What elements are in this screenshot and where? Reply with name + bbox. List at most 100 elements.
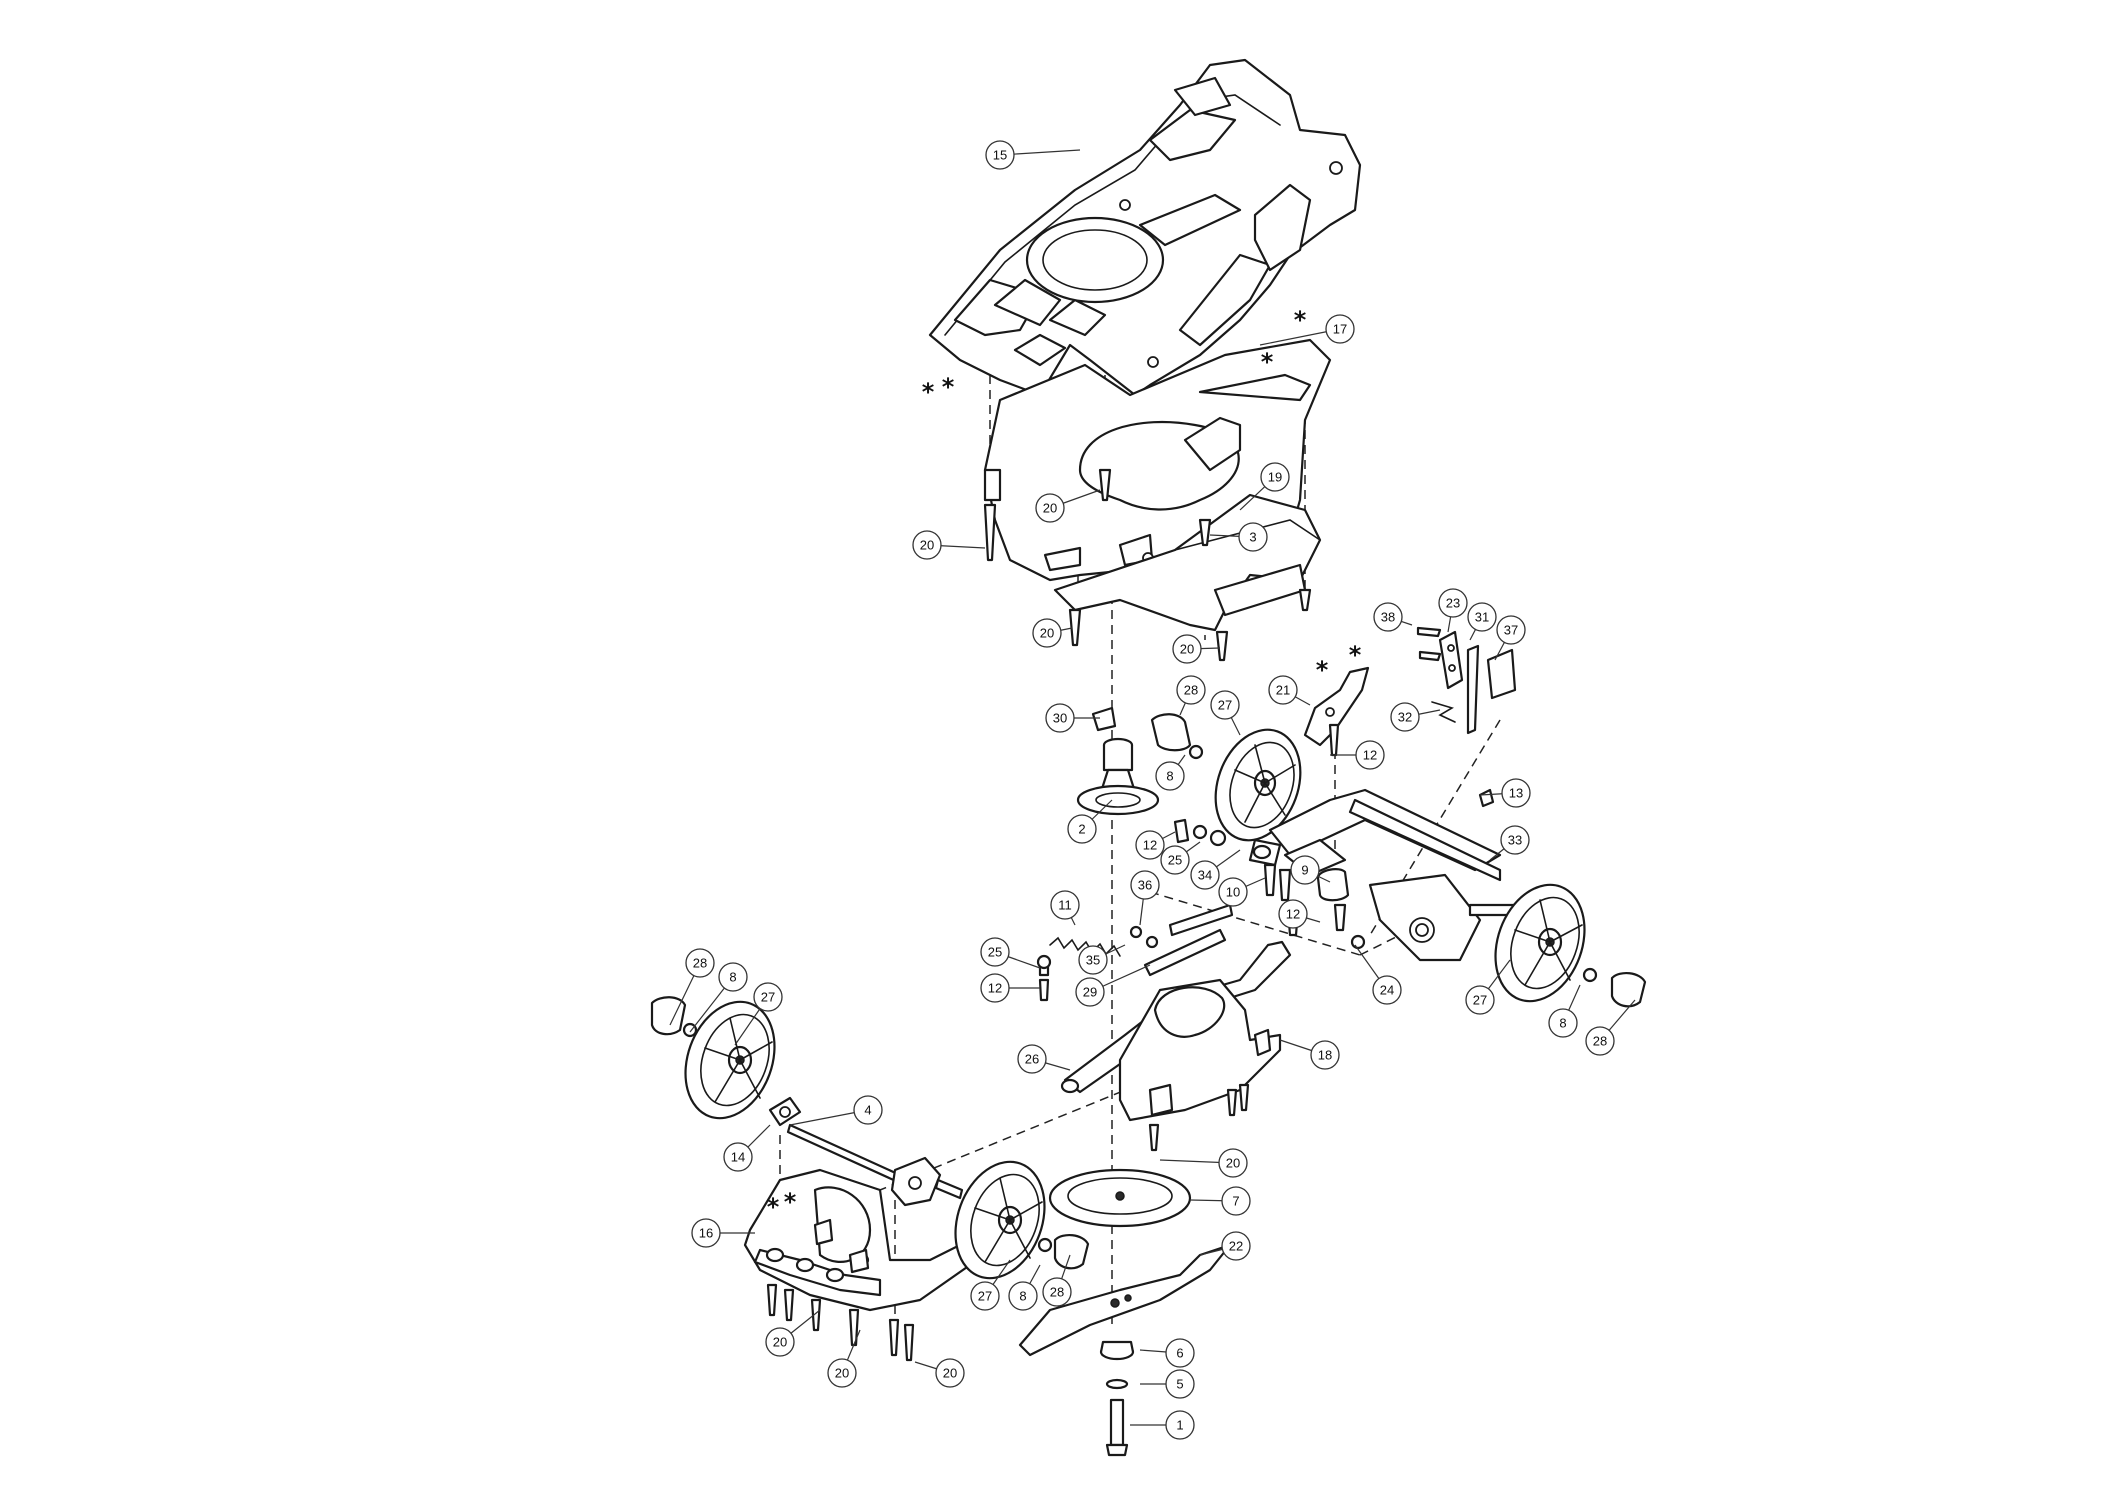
callout-circle [827, 1358, 857, 1388]
callout-circle [1078, 945, 1108, 975]
callout-number: 10 [1226, 885, 1240, 900]
callout-number: 3 [1249, 530, 1256, 545]
asterisk-marker: * [922, 378, 935, 406]
callout-circle [1032, 618, 1062, 648]
callout-number: 20 [920, 538, 934, 553]
callout-31: 31 [1467, 602, 1497, 641]
deck-screws [983, 468, 1312, 662]
callout-number: 36 [1138, 878, 1152, 893]
callout-number: 13 [1509, 786, 1523, 801]
callout-8: 8 [1008, 1264, 1041, 1311]
callout-circle [1165, 1410, 1195, 1440]
callout-number: 8 [1559, 1016, 1566, 1031]
callout-circle [1260, 462, 1290, 492]
callout-number: 6 [1176, 1346, 1183, 1361]
callout-number: 2 [1078, 822, 1085, 837]
callout-circle [1372, 975, 1402, 1005]
callout-number: 28 [1593, 1034, 1607, 1049]
callout-number: 16 [699, 1226, 713, 1241]
callout-number: 24 [1380, 983, 1394, 998]
callout-number: 11 [1058, 898, 1072, 913]
callout-circle [1238, 522, 1268, 552]
callout-12: 12 [1330, 740, 1385, 770]
callout-circle [1050, 890, 1080, 920]
callout-circle [1067, 814, 1097, 844]
front-deck-screws [766, 1283, 915, 1362]
callout-number: 5 [1176, 1377, 1183, 1392]
callout-8: 8 [689, 962, 748, 1033]
front-cover [1118, 978, 1282, 1152]
callout-number: 27 [1473, 993, 1487, 1008]
callout-number: 18 [1318, 1048, 1332, 1063]
blade-hardware [1099, 1340, 1135, 1457]
callout-circle [1042, 1277, 1072, 1307]
callout-circle [985, 140, 1015, 170]
callout-number: 27 [978, 1289, 992, 1304]
asterisk-marker: * [1294, 306, 1307, 334]
asterisk-marker: * [942, 373, 955, 401]
callout-8: 8 [1548, 984, 1581, 1038]
callout-15: 15 [985, 140, 1081, 170]
callout-circle [1373, 602, 1403, 632]
callout-number: 37 [1504, 623, 1518, 638]
callout-number: 27 [761, 990, 775, 1005]
callout-number: 25 [988, 945, 1002, 960]
callout-circle [1218, 1148, 1248, 1178]
callout-32: 32 [1390, 702, 1441, 732]
callout-circle [723, 1142, 753, 1172]
callout-circle [1130, 870, 1160, 900]
callout-2: 2 [1067, 799, 1113, 844]
callout-5: 5 [1140, 1369, 1195, 1399]
callout-circle [1176, 675, 1206, 705]
callout-17: 17 [1259, 314, 1355, 346]
callout-20: 20 [827, 1329, 861, 1388]
callout-number: 17 [1333, 322, 1347, 337]
callout-26: 26 [1017, 1044, 1071, 1074]
callout-28: 28 [1585, 999, 1636, 1056]
callout-circle [853, 1095, 883, 1125]
callout-number: 20 [1180, 642, 1194, 657]
callout-28: 28 [1042, 1254, 1072, 1307]
callout-14: 14 [723, 1124, 771, 1172]
callout-11: 11 [1050, 890, 1080, 926]
callout-35: 35 [1078, 944, 1126, 975]
callout-circle [718, 962, 748, 992]
callout-circle [1075, 977, 1105, 1007]
callout-circle [1218, 877, 1248, 907]
callout-36: 36 [1130, 870, 1160, 926]
callout-16: 16 [691, 1218, 755, 1248]
callout-27: 27 [1210, 690, 1241, 736]
callout-circle [935, 1358, 965, 1388]
callout-circle [1438, 588, 1468, 618]
callout-3: 3 [1209, 522, 1268, 552]
callout-circle [1017, 1044, 1047, 1074]
callout-number: 12 [1286, 907, 1300, 922]
callout-number: 4 [864, 1103, 871, 1118]
callout-number: 7 [1232, 1194, 1239, 1209]
callout-20: 20 [914, 1358, 965, 1388]
callout-number: 32 [1398, 710, 1412, 725]
front-left-wheel [650, 996, 776, 1120]
callout-1: 1 [1130, 1410, 1195, 1440]
callout-number: 19 [1268, 470, 1282, 485]
callout-number: 22 [1229, 1239, 1243, 1254]
callout-20: 20 [1172, 634, 1221, 664]
callout-number: 30 [1053, 711, 1067, 726]
callout-number: 8 [729, 970, 736, 985]
callout-circle [691, 1218, 721, 1248]
motor-mount [1076, 706, 1160, 816]
callout-number: 12 [1363, 748, 1377, 763]
callout-number: 28 [1050, 1285, 1064, 1300]
callout-number: 28 [1184, 683, 1198, 698]
callout-22: 22 [1199, 1231, 1251, 1261]
callout-number: 8 [1019, 1289, 1026, 1304]
callout-number: 20 [773, 1335, 787, 1350]
callout-29: 29 [1075, 964, 1151, 1007]
callout-circle [970, 1281, 1000, 1311]
blade-disc [1048, 1168, 1192, 1228]
callout-number: 20 [1040, 626, 1054, 641]
callout-circle [1496, 615, 1526, 645]
callout-number: 29 [1083, 985, 1097, 1000]
callout-number: 12 [988, 981, 1002, 996]
callout-circle [1172, 634, 1202, 664]
